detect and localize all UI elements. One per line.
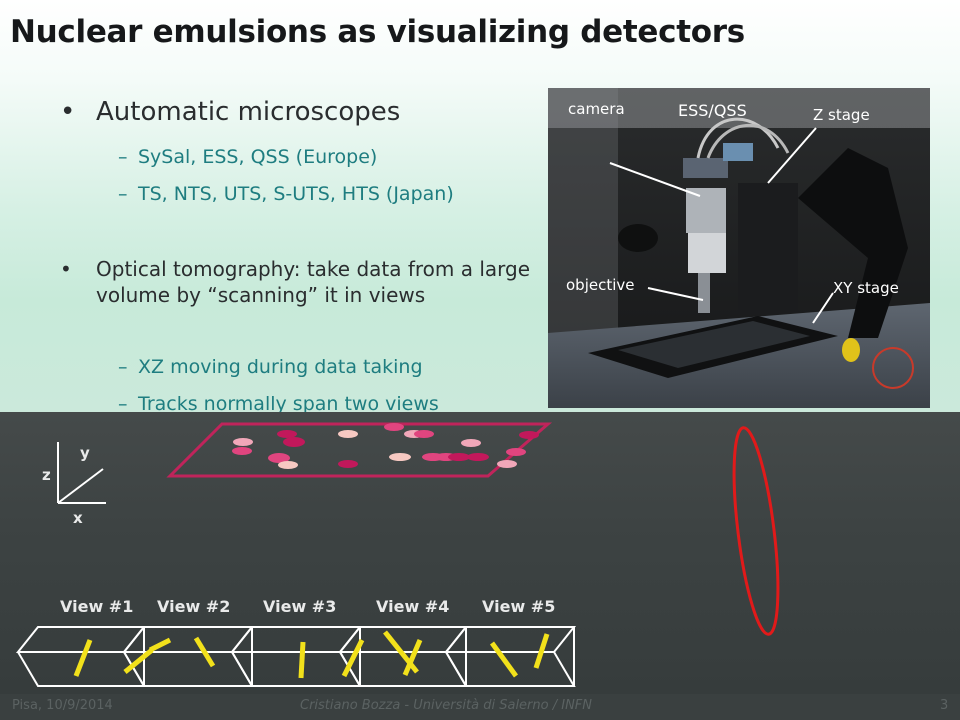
view-label-3: View #3 <box>263 597 337 616</box>
bullet-marker: • <box>60 97 76 127</box>
microscope-illustration: camera Z stage objective XY stage ESS/QS… <box>548 88 930 408</box>
view-label-1: View #1 <box>60 597 134 616</box>
tracks <box>73 630 550 679</box>
sub-bullet-marker: – <box>118 393 128 415</box>
footer-author: Cristiano Bozza - Università di Salerno … <box>300 698 592 713</box>
axis-label-y: y <box>80 444 90 462</box>
grain <box>414 430 434 438</box>
view-boxes <box>15 626 577 687</box>
track-segment <box>533 633 550 669</box>
footer-date-location: Pisa, 10/9/2014 <box>12 698 113 713</box>
sub-bullet-marker: – <box>118 183 128 205</box>
track-segment <box>341 638 365 678</box>
grain <box>389 453 411 461</box>
grain <box>506 448 526 456</box>
track-segment <box>298 641 306 679</box>
grain <box>497 460 517 468</box>
grain <box>283 437 305 447</box>
view-label-4: View #4 <box>376 597 450 616</box>
label-xy-stage: XY stage <box>833 279 899 297</box>
view-label-2: View #2 <box>157 597 231 616</box>
sub-bullet-marker: – <box>118 356 128 378</box>
bullet-text: Optical tomography: take data from a lar… <box>96 257 531 307</box>
grain-group <box>232 423 539 469</box>
label-camera: camera <box>568 100 625 118</box>
grain <box>338 460 358 468</box>
bullet-marker: • <box>60 257 72 281</box>
slide-title: Nuclear emulsions as visualizing detecto… <box>10 14 745 50</box>
axis-label-x: x <box>73 509 83 527</box>
microscope-photo: camera Z stage objective XY stage ESS/QS… <box>548 88 930 408</box>
grain <box>338 430 358 438</box>
sub-bullet-marker: – <box>118 146 128 168</box>
grain <box>519 431 539 439</box>
view-box-5 <box>443 626 577 687</box>
y-axis-line <box>57 468 104 504</box>
grain <box>384 423 404 431</box>
grain <box>268 453 290 463</box>
label-z-stage: Z stage <box>813 106 870 124</box>
label-objective: objective <box>566 276 635 294</box>
grain <box>467 453 489 461</box>
grain <box>278 461 298 469</box>
photo-caption: ESS/QSS <box>678 101 747 120</box>
page-number: 3 <box>940 698 949 713</box>
track-segment <box>402 639 423 676</box>
grain <box>448 453 470 461</box>
grain <box>232 447 252 455</box>
grain <box>233 438 253 446</box>
track-segment <box>193 636 216 668</box>
axis-indicator <box>57 442 106 504</box>
track-segment <box>73 639 93 677</box>
grain <box>461 439 481 447</box>
axis-label-z: z <box>42 466 51 484</box>
sub-bullet-text: XZ moving during data taking <box>138 356 423 378</box>
sub-bullet-text: SySal, ESS, QSS (Europe) <box>138 146 378 168</box>
footer-bar <box>0 694 960 720</box>
grain <box>277 430 297 438</box>
emulsion-plate-outline <box>166 422 553 478</box>
sub-bullet-text: TS, NTS, UTS, S-UTS, HTS (Japan) <box>138 183 454 205</box>
bullet-text: Automatic microscopes <box>96 97 401 127</box>
track-segment <box>123 648 154 674</box>
track-ellipse-highlight <box>732 426 780 636</box>
sub-bullet-text: Tracks normally span two views <box>138 393 439 415</box>
view-label-5: View #5 <box>482 597 556 616</box>
track-segment <box>489 641 519 678</box>
track-segment <box>148 637 172 653</box>
